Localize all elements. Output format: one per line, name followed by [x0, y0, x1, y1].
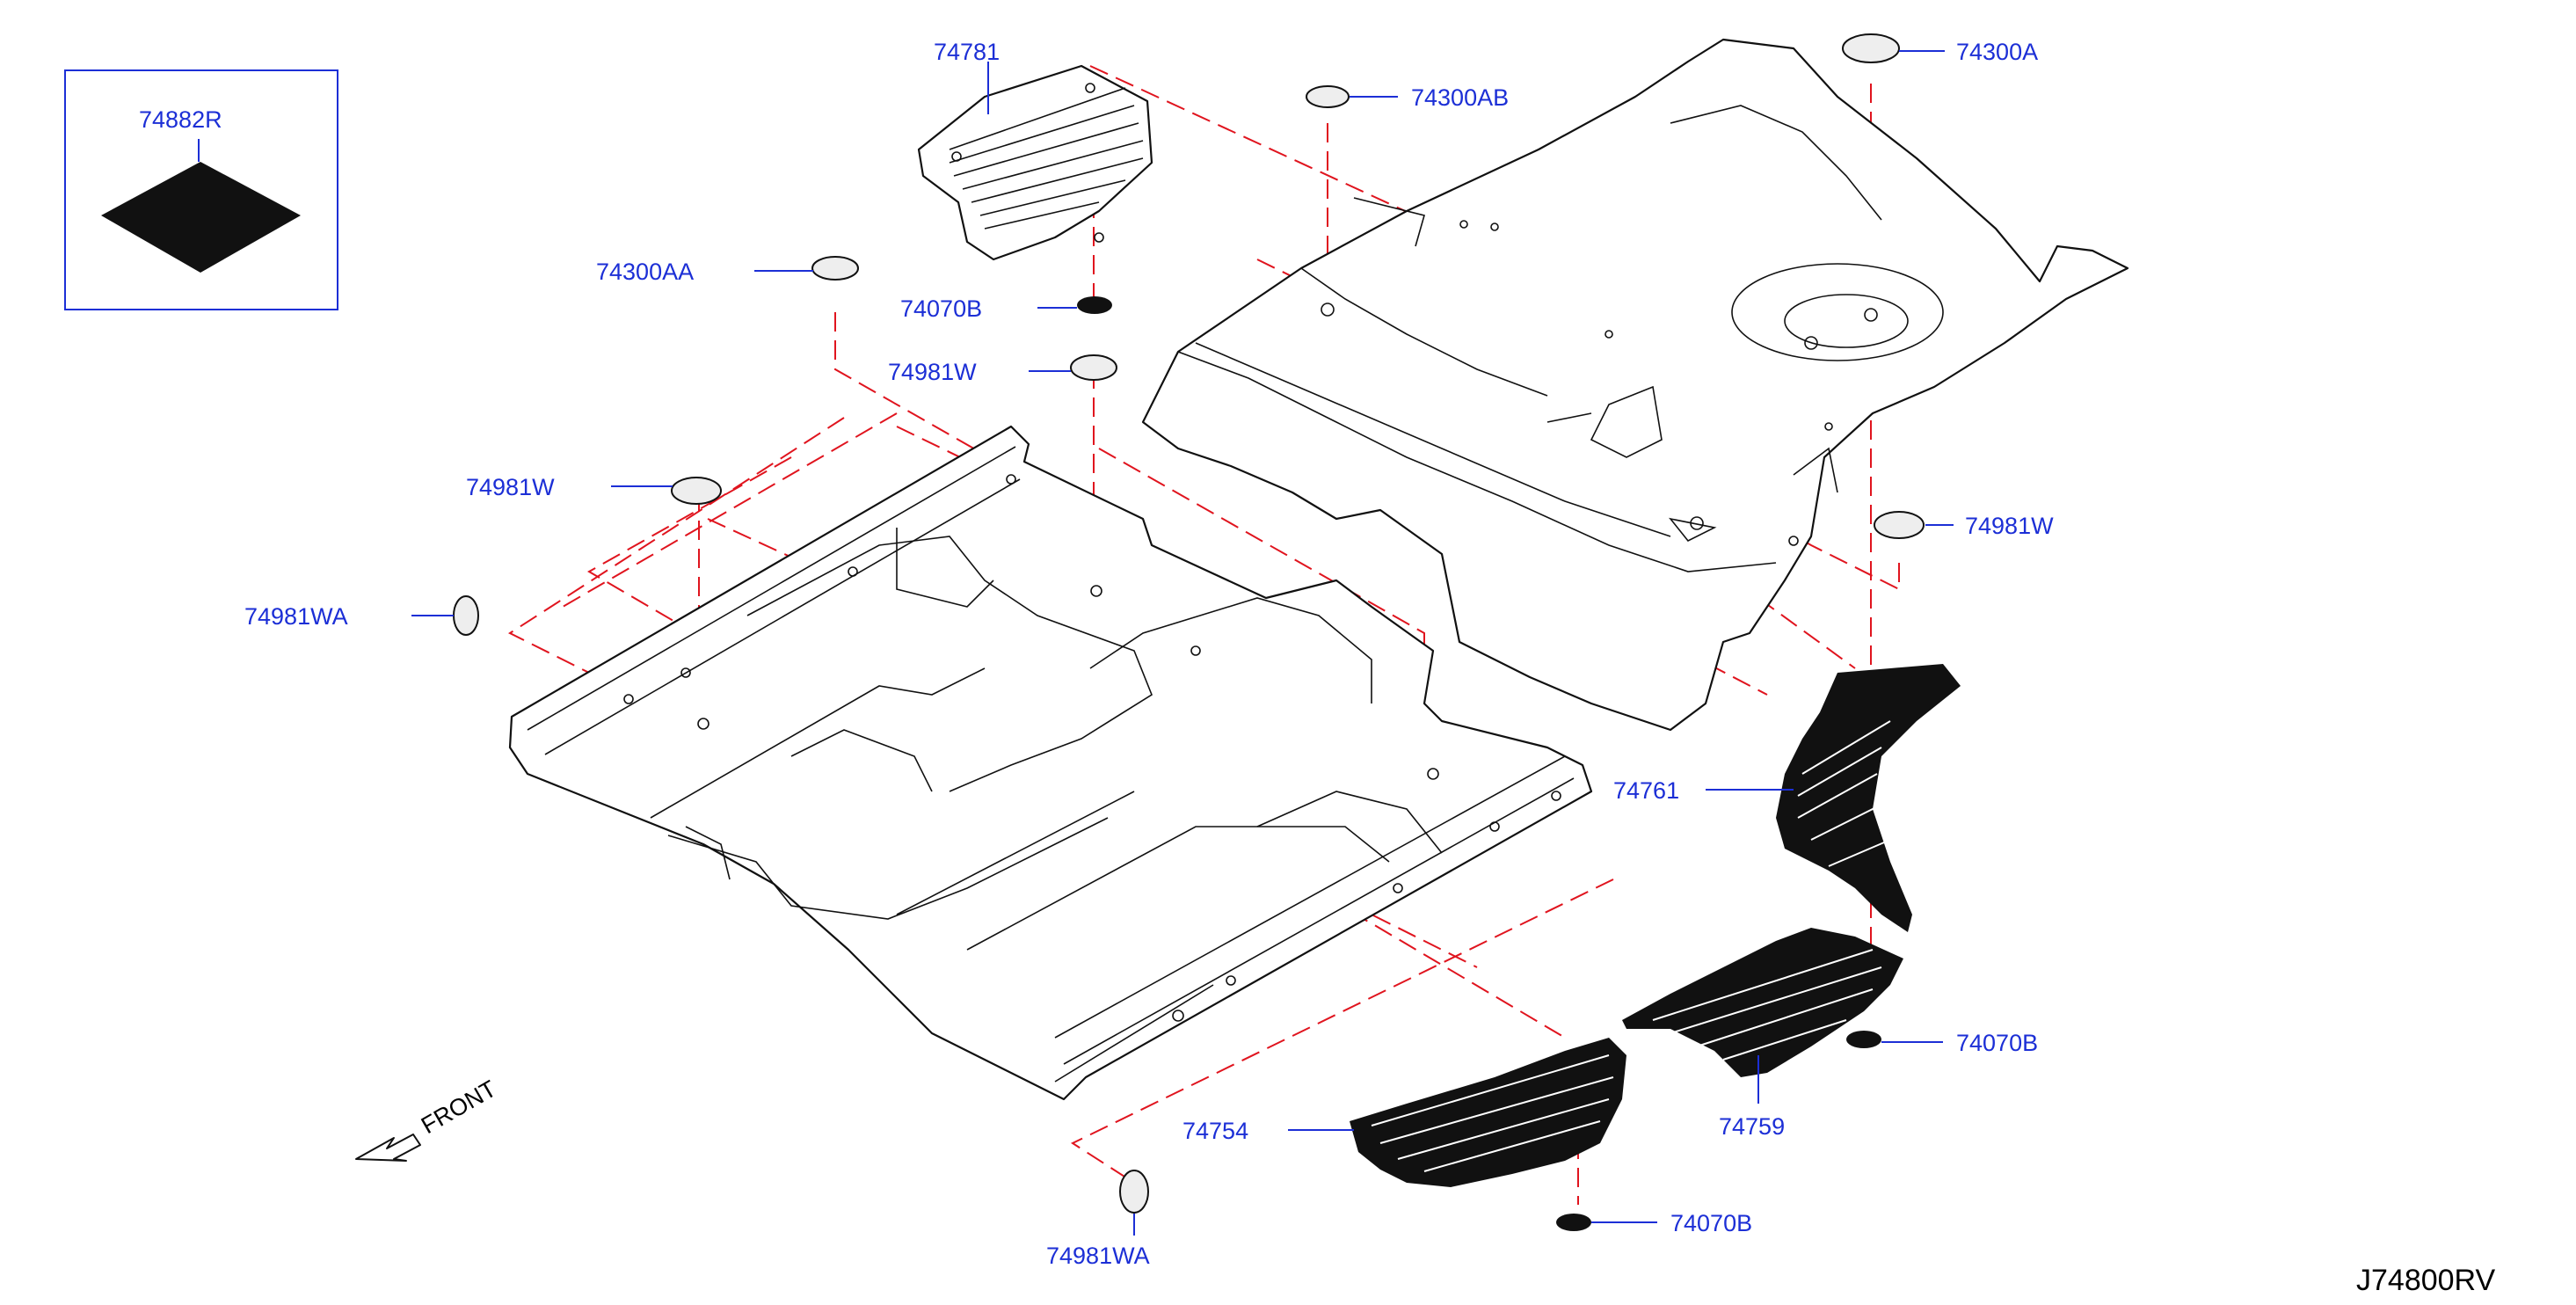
front-arrow-icon: [355, 1134, 421, 1162]
insulator-sheet-shape: [101, 162, 301, 273]
callout-74300AB: 74300AB: [1411, 84, 1509, 111]
grommet-74981W-left: [671, 477, 722, 505]
inset-74882R: 74882R: [64, 69, 338, 310]
grommet-74981WA-left: [453, 595, 479, 636]
rear-floor-panel: [1141, 38, 2129, 732]
insulator-74754: [1350, 1038, 1626, 1187]
front-label: FRONT: [417, 1075, 501, 1139]
insulator-74759: [1622, 928, 1903, 1077]
front-floor-panel: [508, 425, 1593, 1101]
callout-74754: 74754: [1182, 1118, 1248, 1144]
inset-frame: [64, 69, 338, 310]
plug-74300A: [1842, 33, 1900, 63]
callout-74759: 74759: [1719, 1113, 1785, 1140]
callout-74882R: 74882R: [139, 106, 222, 133]
callout-74981W-left: 74981W: [466, 474, 555, 500]
callout-leaders: [411, 50, 1954, 1236]
grommet-74981W-right: [1874, 511, 1925, 539]
callout-74761: 74761: [1613, 777, 1679, 804]
callout-74300A: 74300A: [1956, 39, 2038, 65]
clip-74070B-bottom: [1556, 1214, 1591, 1231]
callout-74070B-bottom: 74070B: [1670, 1210, 1752, 1236]
callout-74070B-right: 74070B: [1956, 1030, 2038, 1056]
callout-74981W-right: 74981W: [1965, 513, 2054, 539]
callout-74981W-center: 74981W: [888, 359, 977, 385]
insulator-74761: [1776, 664, 1961, 932]
diagram-code: J74800RV: [2356, 1264, 2495, 1297]
callout-74981WA-bottom: 74981WA: [1046, 1243, 1150, 1269]
callout-74300AA: 74300AA: [596, 259, 694, 285]
grommet-74981W-center: [1070, 354, 1117, 381]
plug-74300AB: [1306, 85, 1350, 108]
clip-74070B-top: [1077, 296, 1112, 314]
callout-labels: 74781 74300AB 74300A 74300AA 74070B 7498…: [244, 39, 2054, 1269]
grommet-74981WA-bottom: [1119, 1170, 1149, 1214]
clip-74070B-right: [1846, 1031, 1881, 1048]
callout-74070B-top: 74070B: [900, 295, 982, 322]
plug-74300AA: [811, 256, 859, 281]
callout-74981WA-left: 74981WA: [244, 603, 348, 630]
front-direction-indicator: FRONT: [355, 1075, 501, 1162]
callout-74781: 74781: [934, 39, 1000, 65]
insulator-74781: [917, 64, 1153, 261]
